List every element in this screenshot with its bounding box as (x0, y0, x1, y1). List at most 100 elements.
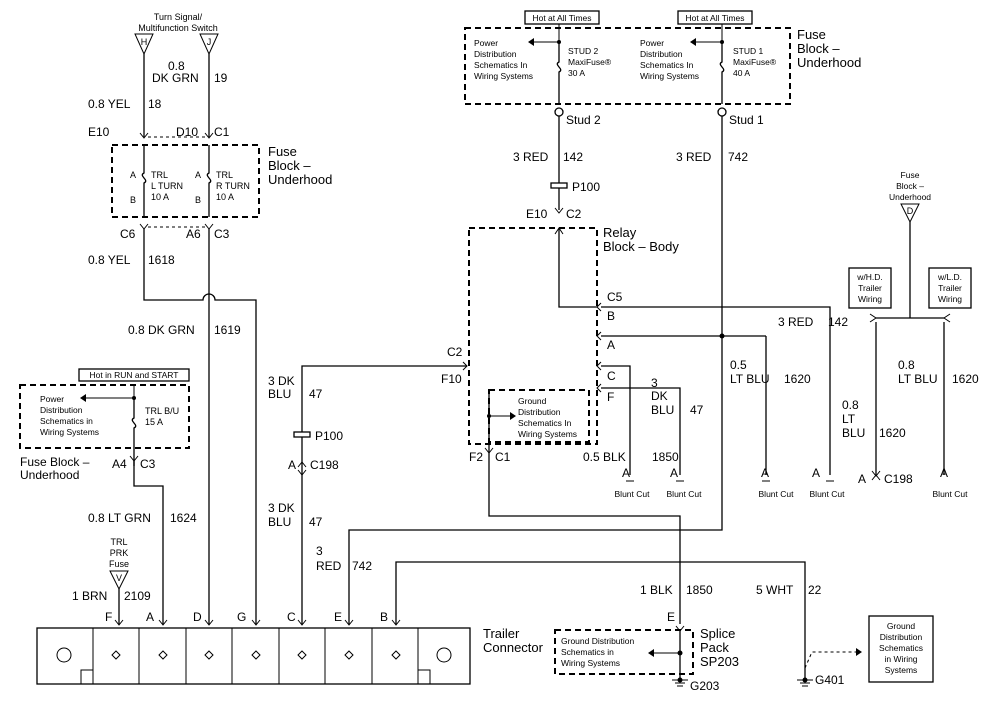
svg-text:1850: 1850 (652, 450, 679, 464)
svg-text:Block – Body: Block – Body (603, 239, 679, 254)
svg-text:BLU: BLU (268, 515, 291, 529)
pin-c6: C6 (120, 227, 136, 241)
svg-text:Power: Power (640, 38, 664, 48)
svg-text:Distribution: Distribution (518, 407, 561, 417)
connector-p100-left (293, 431, 311, 438)
svg-text:10 A: 10 A (151, 192, 169, 202)
svg-text:PRK: PRK (110, 548, 129, 558)
svg-text:BLU: BLU (651, 403, 674, 417)
svg-text:3 RED: 3 RED (513, 150, 549, 164)
svg-text:F: F (607, 390, 614, 404)
wire-47-dkblu (301, 365, 467, 624)
svg-text:F10: F10 (441, 372, 462, 386)
svg-text:Ground Distribution: Ground Distribution (561, 636, 635, 646)
svg-text:A: A (607, 338, 615, 352)
svg-text:G203: G203 (690, 679, 720, 693)
svg-text:Fuse: Fuse (901, 170, 920, 180)
svg-text:C3: C3 (140, 457, 156, 471)
svg-text:0.8: 0.8 (842, 398, 859, 412)
ground-distribution-g401-tag (868, 615, 934, 683)
turn-switch-label-1: Turn Signal/ (154, 12, 203, 22)
svg-text:0.8 YEL: 0.8 YEL (88, 253, 131, 267)
svg-text:Power: Power (474, 38, 498, 48)
svg-text:DK: DK (651, 389, 668, 403)
wire-742-red (348, 112, 723, 624)
wire-22-wht (395, 561, 806, 680)
svg-text:RED: RED (316, 559, 342, 573)
svg-text:LT BLU: LT BLU (898, 372, 938, 386)
blunt-cuts: A Blunt Cut A Blunt Cut A Blunt Cut A Bl… (615, 466, 969, 499)
svg-text:Block –: Block – (896, 181, 924, 191)
svg-text:D: D (907, 206, 914, 216)
svg-text:TRL: TRL (110, 537, 127, 547)
svg-text:22: 22 (808, 583, 822, 597)
connector-c198: C198 (310, 458, 339, 472)
svg-text:Schematics In: Schematics In (640, 60, 694, 70)
wire-1624-ltgrn (133, 461, 164, 624)
svg-text:LT: LT (842, 412, 856, 426)
wire-19-gauge: 0.8 (168, 59, 185, 73)
svg-text:LT BLU: LT BLU (730, 372, 770, 386)
svg-text:Trailer: Trailer (938, 283, 962, 293)
svg-text:1620: 1620 (879, 426, 906, 440)
fuse-block-left-title-3: Underhood (268, 172, 332, 187)
trailer-pin-b: B (380, 610, 388, 624)
svg-text:A: A (670, 466, 678, 480)
svg-text:Schematics In: Schematics In (518, 418, 572, 428)
svg-text:Schematics in: Schematics in (40, 416, 93, 426)
svg-text:3: 3 (651, 376, 658, 390)
wire-18-color: 0.8 YEL (88, 97, 131, 111)
ground-g203-icon (672, 677, 688, 687)
svg-text:Blunt Cut: Blunt Cut (810, 489, 846, 499)
svg-text:10 A: 10 A (216, 192, 234, 202)
svg-text:Block –: Block – (797, 41, 840, 56)
svg-text:Blunt Cut: Blunt Cut (933, 489, 969, 499)
svg-text:3 DK: 3 DK (268, 374, 295, 388)
stud-2-terminal (554, 107, 564, 117)
wire-1618-circuit: 1618 (148, 253, 175, 267)
svg-text:A4: A4 (112, 457, 127, 471)
svg-text:5 WHT: 5 WHT (756, 583, 794, 597)
maxifuse-stud1-icon (719, 42, 725, 104)
svg-text:Fuse Block –: Fuse Block – (20, 455, 90, 469)
svg-text:A: A (130, 170, 136, 180)
svg-text:P100: P100 (572, 180, 600, 194)
connector-post-left (56, 647, 72, 663)
svg-text:C198: C198 (884, 472, 913, 486)
svg-text:Wiring Systems: Wiring Systems (40, 427, 99, 437)
hot-run-start-tag (78, 368, 190, 382)
svg-text:Schematics: Schematics (879, 643, 923, 653)
svg-text:C: C (607, 369, 616, 383)
svg-text:3: 3 (316, 544, 323, 558)
fuse-block-left-title-2: Block – (268, 158, 311, 173)
wire-1624-circuit: 1624 (170, 511, 197, 525)
svg-text:Connector: Connector (483, 640, 544, 655)
svg-text:Trailer: Trailer (858, 283, 882, 293)
svg-text:STUD 1: STUD 1 (733, 46, 764, 56)
splice-pack-sp203 (554, 629, 694, 675)
hot-at-all-times-tag-2 (677, 10, 753, 25)
svg-text:SP203: SP203 (700, 654, 739, 669)
svg-text:Distribution: Distribution (40, 405, 83, 415)
svg-text:Underhood: Underhood (797, 55, 861, 70)
svg-text:Distribution: Distribution (474, 49, 517, 59)
fuse-block-underhood-left (111, 144, 260, 218)
trailer-pin-c: C (287, 610, 296, 624)
svg-text:Stud 1: Stud 1 (729, 113, 764, 127)
svg-text:47: 47 (309, 515, 323, 529)
terminal-h-icon (134, 33, 154, 56)
pin-e10: E10 (88, 125, 110, 139)
trailer-pin-g: G (237, 610, 246, 624)
svg-text:R TURN: R TURN (216, 181, 250, 191)
svg-text:Underhood: Underhood (20, 468, 79, 482)
connector-post-right (436, 647, 452, 663)
svg-text:B: B (195, 195, 201, 205)
svg-text:0.8 LT GRN: 0.8 LT GRN (88, 511, 151, 525)
svg-text:C2: C2 (566, 207, 582, 221)
svg-text:Blunt Cut: Blunt Cut (759, 489, 795, 499)
svg-text:MaxiFuse®: MaxiFuse® (733, 57, 777, 67)
terminal-v-icon (109, 570, 129, 591)
turn-signal-switch: Turn Signal/ Multifunction Switch H J (134, 12, 219, 56)
svg-text:B: B (130, 195, 136, 205)
pin-d10: D10 (176, 125, 198, 139)
